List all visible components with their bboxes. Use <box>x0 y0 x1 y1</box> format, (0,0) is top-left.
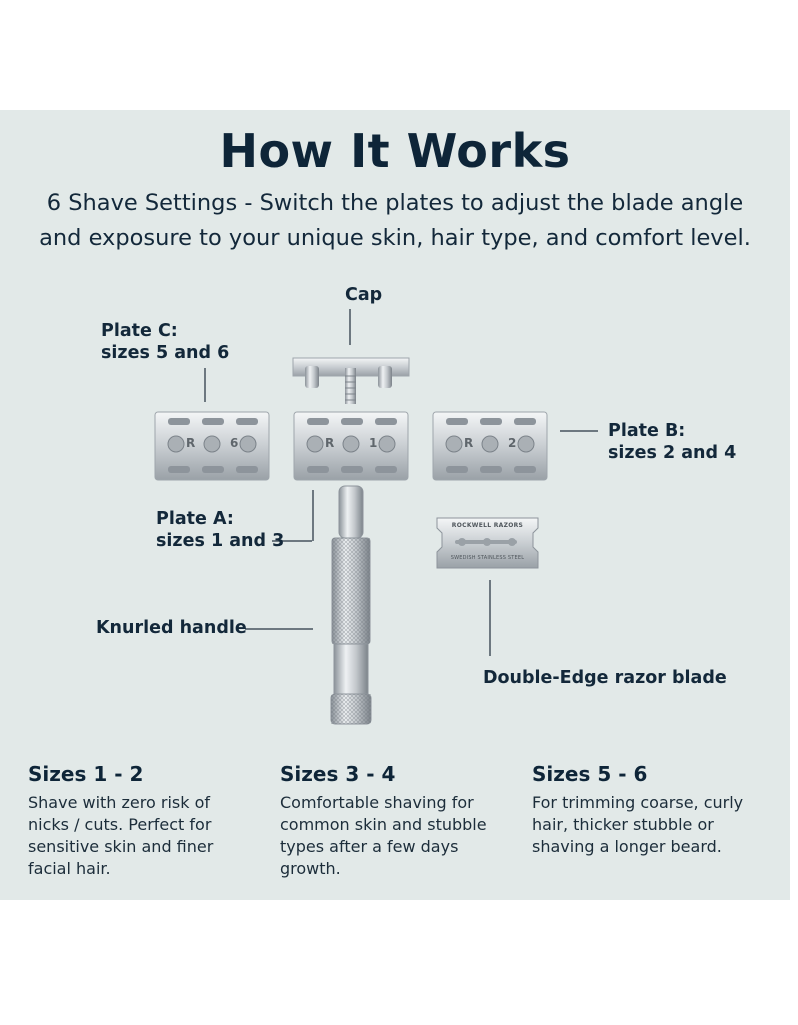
sizes-description: For trimming coarse, curly hair, thicker… <box>532 792 762 858</box>
plate-a-leader-line-h <box>272 540 312 542</box>
sizes-description: Shave with zero risk of nicks / cuts. Pe… <box>28 792 258 880</box>
sizes-description: Comfortable shaving for common skin and … <box>280 792 510 880</box>
plate-b-marking-left: R <box>464 436 474 450</box>
sizes-line: facial hair. <box>28 859 111 878</box>
blade-part <box>436 517 539 569</box>
sizes-line: types after a few days <box>280 837 459 856</box>
plate-b-part <box>432 411 548 481</box>
blade-leader-line <box>489 580 491 656</box>
sizes-column-3: Sizes 5 - 6 For trimming coarse, curly h… <box>532 762 762 858</box>
subtitle-line-1: 6 Shave Settings - Switch the plates to … <box>46 190 744 216</box>
sizes-heading: Sizes 1 - 2 <box>28 762 144 786</box>
page-subtitle: 6 Shave Settings - Switch the plates to … <box>20 186 770 256</box>
cap-part <box>292 357 410 404</box>
sizes-heading: Sizes 5 - 6 <box>532 762 648 786</box>
plate-a-leader-line-v <box>312 490 314 541</box>
plate-a-marking-right: 1 <box>369 436 378 450</box>
blade-brand-text: ROCKWELL RAZORS <box>451 522 524 529</box>
plate-a-label: Plate A: sizes 1 and 3 <box>156 508 284 552</box>
sizes-line: Shave with zero risk of <box>28 793 211 812</box>
sizes-line: Comfortable shaving for <box>280 793 474 812</box>
plate-b-label-line-2: sizes 2 and 4 <box>608 443 737 463</box>
handle-leader-line <box>245 628 313 630</box>
blade-steel-text: SWEDISH STAINLESS STEEL <box>450 555 525 561</box>
sizes-line: For trimming coarse, curly <box>532 793 744 812</box>
sizes-line: nicks / cuts. Perfect for <box>28 815 212 834</box>
sizes-line: hair, thicker stubble or <box>532 815 714 834</box>
plate-b-label-line-1: Plate B: <box>608 421 686 441</box>
cap-leader-line <box>349 309 351 345</box>
handle-label: Knurled handle <box>96 618 247 638</box>
sizes-column-1: Sizes 1 - 2 Shave with zero risk of nick… <box>28 762 258 880</box>
plate-c-label: Plate C: sizes 5 and 6 <box>101 320 229 364</box>
cap-label: Cap <box>345 285 383 305</box>
plate-b-label: Plate B: sizes 2 and 4 <box>608 420 736 464</box>
background-panel <box>0 110 790 900</box>
razor-illustration <box>154 357 548 725</box>
plate-c-label-line-2: sizes 5 and 6 <box>101 343 230 363</box>
sizes-heading: Sizes 3 - 4 <box>280 762 396 786</box>
blade-label: Double-Edge razor blade <box>483 668 727 688</box>
plate-c-label-line-1: Plate C: <box>101 321 178 341</box>
plate-b-leader-line <box>560 430 598 432</box>
plate-c-part <box>154 411 270 481</box>
plate-a-label-line-1: Plate A: <box>156 509 234 529</box>
subtitle-line-2: and exposure to your unique skin, hair t… <box>39 225 751 251</box>
page-title: How It Works <box>219 124 571 178</box>
sizes-line: common skin and stubble <box>280 815 487 834</box>
plate-c-leader-line <box>204 368 206 402</box>
plate-c-marking-right: 6 <box>230 436 239 450</box>
sizes-line: growth. <box>280 859 341 878</box>
plate-a-label-line-2: sizes 1 and 3 <box>156 531 285 551</box>
sizes-column-2: Sizes 3 - 4 Comfortable shaving for comm… <box>280 762 510 880</box>
plate-a-part <box>293 411 409 481</box>
sizes-line: shaving a longer beard. <box>532 837 722 856</box>
plate-c-marking-left: R <box>186 436 196 450</box>
plate-b-marking-right: 2 <box>508 436 517 450</box>
plate-a-marking-left: R <box>325 436 335 450</box>
handle-part <box>330 485 372 725</box>
sizes-line: sensitive skin and finer <box>28 837 214 856</box>
